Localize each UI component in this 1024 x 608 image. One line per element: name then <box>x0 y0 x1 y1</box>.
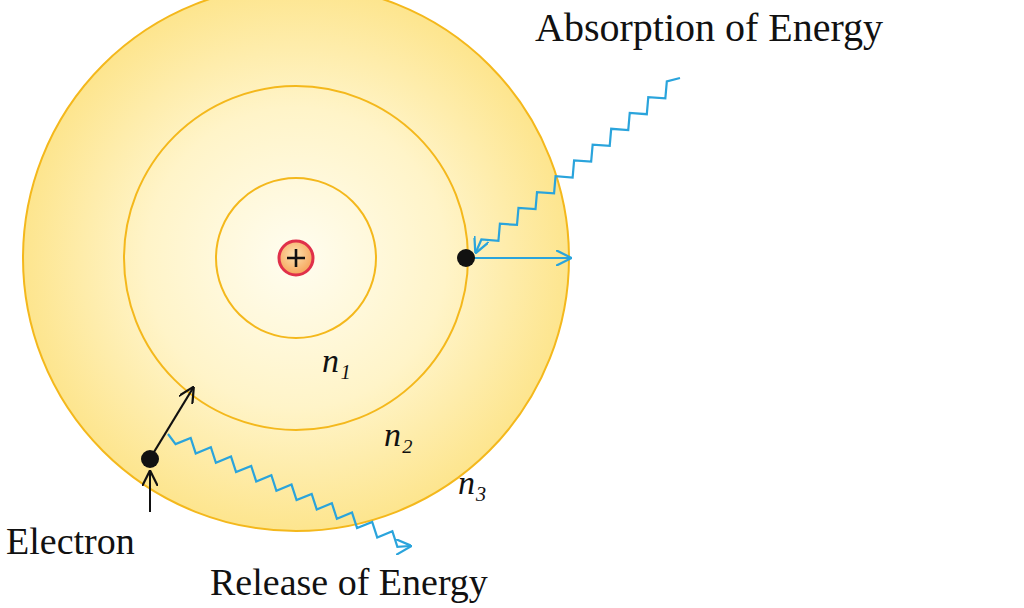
outward-arrow <box>474 257 570 259</box>
electron-dot <box>141 450 159 468</box>
part-label: Electron <box>6 522 135 560</box>
electron-dot <box>457 249 475 267</box>
plus-sign <box>287 249 305 267</box>
energy-label: Release of Energy <box>210 563 488 601</box>
orbit-label: n₃ <box>458 466 487 500</box>
middle-orbit <box>124 86 468 430</box>
orbit-label: n₁ <box>322 344 351 378</box>
outer-orbit <box>23 0 569 531</box>
inward-arrow <box>154 388 193 452</box>
absorbed-photon <box>476 78 680 252</box>
orbit-label: n₂ <box>384 418 413 452</box>
inner-orbit <box>216 178 376 338</box>
nucleus <box>279 241 313 275</box>
leader-arrow <box>149 472 151 512</box>
emitted-photon <box>168 434 410 547</box>
energy-label: Absorption of Energy <box>535 8 883 48</box>
